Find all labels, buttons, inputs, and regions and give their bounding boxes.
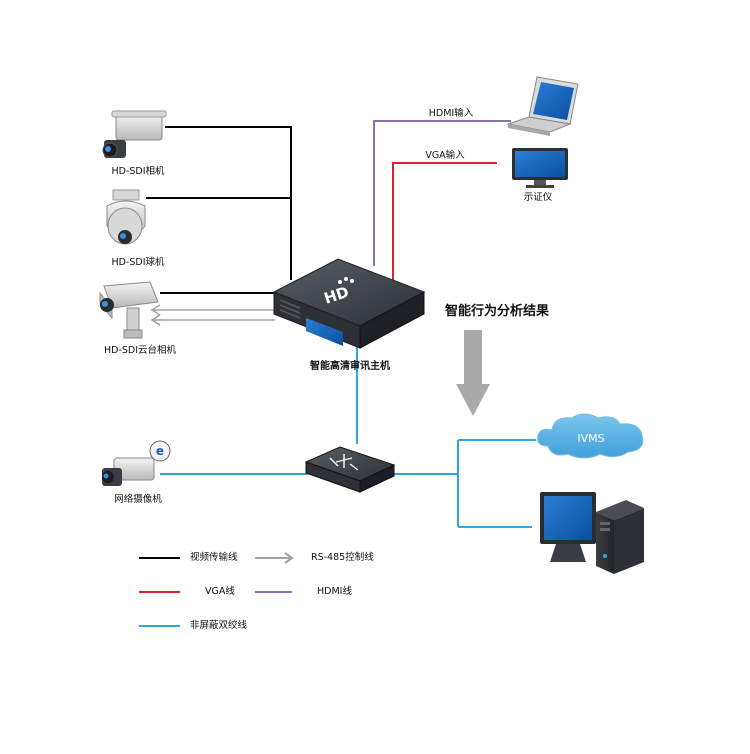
hdmi-line <box>373 120 511 266</box>
hd-sdi-dome-label: HD-SDI球机 <box>111 257 165 268</box>
svg-text:e: e <box>156 444 164 458</box>
laptop-icon <box>506 76 579 136</box>
ivms-cloud-icon <box>537 413 644 459</box>
host-label: 智能高清审讯主机 <box>310 361 390 372</box>
hd-sdi-camera-icon <box>102 110 167 158</box>
video-line-camera <box>165 126 292 280</box>
hd-sdi-ptz-camera-icon <box>99 281 159 339</box>
result-arrow-icon <box>456 330 490 416</box>
vga-input-label: VGA输入 <box>425 150 465 161</box>
network-camera-icon: e <box>102 440 171 486</box>
utp-lines <box>160 340 536 528</box>
hdmi-input-label: HDMI输入 <box>428 108 474 119</box>
legend-swatch-rs485-arrowhead <box>284 552 294 564</box>
analysis-result-label: 智能行为分析结果 <box>444 304 550 319</box>
vga-line <box>392 162 497 280</box>
monitor-icon <box>512 148 568 188</box>
legend-rs485-label: RS-485控制线 <box>311 552 374 563</box>
network-camera-label: 网络摄像机 <box>114 494 162 505</box>
rs485-arrow-2 <box>150 314 161 326</box>
monitor-label: 示证仪 <box>523 192 553 203</box>
legend-hdmi-label: HDMI线 <box>317 586 352 597</box>
ivms-label: IVMS <box>577 432 605 445</box>
rs485-arrow-1 <box>150 304 161 316</box>
video-lines <box>146 126 292 294</box>
rs485-lines <box>150 304 275 326</box>
interrogation-host-icon: HD <box>272 258 426 349</box>
legend-vga-label: VGA线 <box>205 586 235 597</box>
network-switch-icon <box>304 446 396 493</box>
desktop-pc-icon <box>540 492 644 574</box>
hd-sdi-ptz-label: HD-SDI云台相机 <box>103 345 177 356</box>
legend-utp-label: 非屏蔽双绞线 <box>190 620 248 631</box>
hd-sdi-dome-icon <box>106 189 146 245</box>
hd-sdi-camera-label: HD-SDI相机 <box>111 166 165 177</box>
legend-video-label: 视频传输线 <box>190 552 238 563</box>
legend-swatches <box>139 552 294 627</box>
